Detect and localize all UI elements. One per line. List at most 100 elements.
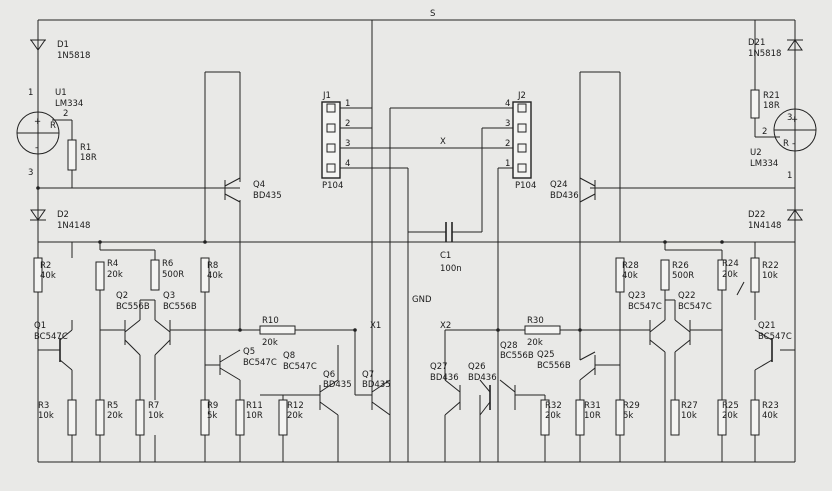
u2-type: LM334	[750, 159, 778, 169]
d21-ref: D21	[748, 38, 765, 48]
u2-pin1: 1	[787, 171, 792, 181]
j1-pin-4: 4	[345, 159, 350, 169]
q4-ref: Q4	[253, 180, 265, 190]
d2-type: 1N4148	[57, 221, 90, 231]
r6-value: 500R	[162, 270, 184, 280]
q5-ref: Q5	[243, 347, 255, 357]
q6-type: BD435	[323, 380, 352, 390]
d21-type: 1N5818	[748, 49, 781, 59]
u1-plus: +	[34, 117, 41, 127]
resistor-r7	[135, 399, 145, 436]
r5-value: 20k	[107, 411, 123, 421]
resistor-r11	[235, 399, 245, 436]
r21-value: 18R	[763, 101, 780, 111]
r31-ref: R31	[584, 401, 601, 411]
q6-ref: Q6	[323, 370, 335, 380]
r29-value: 5k	[623, 411, 633, 421]
r12-ref: R12	[287, 401, 304, 411]
r30-ref: R30	[527, 316, 544, 326]
resistor-r27	[670, 399, 680, 436]
r29-ref: R29	[623, 401, 640, 411]
diode-d22	[787, 209, 803, 221]
r8-value: 40k	[207, 271, 223, 281]
q8-type: BC547C	[283, 362, 317, 372]
r25-value: 20k	[722, 411, 738, 421]
r7-ref: R7	[148, 401, 159, 411]
j1-pin-3: 3	[345, 139, 350, 149]
r28-value: 40k	[622, 271, 638, 281]
diode-d2	[30, 209, 46, 221]
r28-ref: R28	[622, 261, 639, 271]
u2-ref: U2	[750, 148, 762, 158]
q7-type: BD435	[362, 380, 391, 390]
resistor-r29	[615, 399, 625, 436]
r4-ref: R4	[107, 259, 118, 269]
capacitor-c1	[408, 148, 483, 242]
r11-value: 10R	[246, 411, 263, 421]
q2-type: BC556B	[116, 302, 150, 312]
q21-ref: Q21	[758, 321, 776, 331]
net-label-x2: X2	[440, 321, 451, 331]
q5-type: BC547C	[243, 358, 277, 368]
q24-type: BD436	[550, 191, 579, 201]
connector-j1	[321, 20, 505, 179]
u1-pin2: 2	[63, 109, 68, 119]
transistor-q1-body	[50, 338, 61, 362]
u2-minus: -	[792, 139, 795, 149]
r3-ref: R3	[38, 401, 49, 411]
r22-ref: R22	[762, 261, 779, 271]
resistor-r32	[540, 399, 550, 436]
r9-value: 5k	[207, 411, 217, 421]
resistor-r2	[33, 257, 43, 293]
right-half-wiring	[444, 20, 795, 462]
r23-ref: R23	[762, 401, 779, 411]
resistor-r8	[200, 257, 210, 293]
r30-value: 20k	[527, 338, 543, 348]
q22-ref: Q22	[678, 291, 696, 301]
r2-ref: R2	[40, 261, 51, 271]
resistor-r23	[750, 399, 760, 436]
diode-d1	[30, 39, 46, 51]
j1-ref: J1	[322, 91, 331, 101]
resistor-r30	[524, 325, 561, 335]
q3-type: BC556B	[163, 302, 197, 312]
r7-value: 10k	[148, 411, 164, 421]
r1-value: 18R	[80, 153, 97, 163]
q21-type: BC547C	[758, 332, 792, 342]
r31-value: 10R	[584, 411, 601, 421]
r24-value: 20k	[722, 270, 738, 280]
q1-type: BC547C	[34, 332, 68, 342]
resistor-r4	[95, 261, 105, 291]
r12-value: 20k	[287, 411, 303, 421]
q25-ref: Q25	[537, 350, 555, 360]
diode-d21	[787, 39, 803, 51]
r8-ref: R8	[207, 261, 218, 271]
rails	[37, 19, 796, 463]
u1-type: LM334	[55, 99, 83, 109]
resistor-r12	[278, 399, 288, 436]
d1-ref: D1	[57, 40, 69, 50]
d22-ref: D22	[748, 210, 765, 220]
u2-pin2: 2	[762, 127, 767, 137]
j2-pin-4: 4	[505, 99, 510, 109]
q8-ref: Q8	[283, 351, 295, 361]
q3-ref: Q3	[163, 291, 175, 301]
q25-type: BC556B	[537, 361, 571, 371]
r26-value: 500R	[672, 271, 694, 281]
r26-ref: R26	[672, 261, 689, 271]
r21-ref: R21	[763, 91, 780, 101]
resistor-r31	[575, 399, 585, 436]
q27-ref: Q27	[430, 362, 448, 372]
r2-value: 40k	[40, 271, 56, 281]
r10-value: 20k	[262, 338, 278, 348]
resistor-r24	[717, 259, 727, 291]
transistor-q26-body	[479, 379, 491, 416]
j1-pin-2: 2	[345, 119, 350, 129]
resistor-r28	[615, 257, 625, 293]
resistor-r1	[67, 139, 77, 171]
u1-pin3: 3	[28, 168, 33, 178]
q1-ref: Q1	[34, 321, 46, 331]
u2-plus: +	[791, 115, 798, 125]
